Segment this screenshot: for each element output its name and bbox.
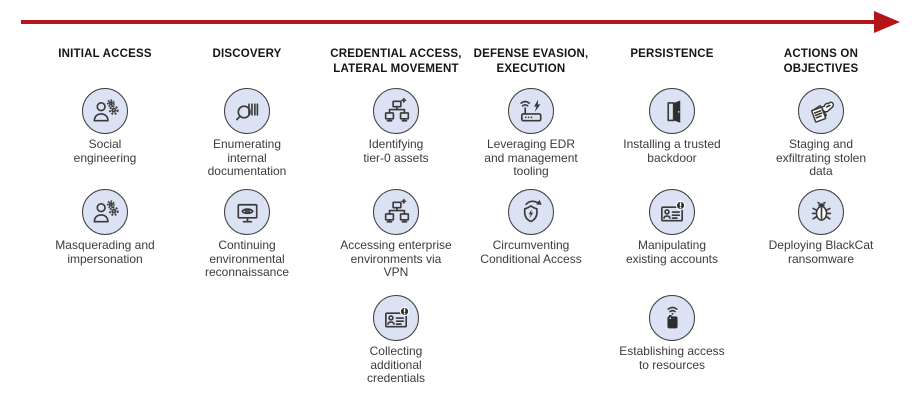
shield-bolt-refresh-icon (523, 198, 543, 222)
technique-label: Leveraging EDR and management tooling (484, 137, 578, 178)
open-door-icon (666, 99, 681, 124)
icon-circle (224, 189, 270, 235)
device-wifi-icon (666, 306, 678, 329)
technique-item: Collecting additional credentials (321, 295, 471, 386)
stage-header: DISCOVERY (212, 48, 282, 60)
stage-header: ACTIONS ON OBJECTIVES (783, 48, 859, 75)
technique-label: Collecting additional credentials (366, 344, 426, 385)
icon-circle (798, 88, 844, 134)
technique-label: Accessing enterprise environments via VP… (340, 238, 452, 279)
technique-item: Continuing environmental reconnaissance (172, 189, 322, 280)
technique-item: Circumventing Conditional Access (456, 189, 606, 266)
people-gear-icon (92, 98, 119, 122)
icon-circle (798, 189, 844, 235)
icon-circle (649, 88, 695, 134)
technique-label: Masquerading and impersonation (55, 238, 155, 266)
router-wifi-bolt-icon (519, 98, 542, 122)
icon-circle (224, 88, 270, 134)
barcode-magnifier-icon (235, 102, 258, 120)
technique-item: Deploying BlackCat ransomware (746, 189, 896, 266)
technique-item: Masquerading and impersonation (30, 189, 180, 266)
hand-documents-icon (810, 100, 834, 123)
technique-label: Enumerating internal documentation (207, 137, 287, 178)
technique-item: Social engineering (30, 88, 180, 165)
technique-label: Installing a trusted backdoor (623, 137, 721, 165)
icon-circle (82, 88, 128, 134)
icon-circle (508, 189, 554, 235)
id-badge-alert-icon (660, 199, 686, 222)
technique-item: Leveraging EDR and management tooling (456, 88, 606, 179)
technique-item: Installing a trusted backdoor (597, 88, 747, 165)
icon-circle (373, 189, 419, 235)
technique-label: Manipulating existing accounts (625, 238, 719, 266)
icon-circle (82, 189, 128, 235)
people-gear-icon (92, 199, 119, 223)
icon-circle (508, 88, 554, 134)
stage-header: CREDENTIAL ACCESS, LATERAL MOVEMENT (330, 48, 462, 75)
stage-column-actions-on-objectives: ACTIONS ON OBJECTIVES Staging and exfilt… (746, 0, 896, 410)
stage-column-defense-evasion: DEFENSE EVASION, EXECUTION Leveraging ED… (456, 0, 606, 410)
stage-column-credential-access: CREDENTIAL ACCESS, LATERAL MOVEMENT Iden… (321, 0, 471, 410)
technique-item: Enumerating internal documentation (172, 88, 322, 179)
icon-circle (649, 295, 695, 341)
technique-label: Establishing access to resources (619, 344, 725, 372)
stage-column-persistence: PERSISTENCE Installing a trusted backdoo… (597, 0, 747, 410)
icon-circle (649, 189, 695, 235)
technique-label: Deploying BlackCat ransomware (768, 238, 874, 266)
technique-item: Staging and exfiltrating stolen data (746, 88, 896, 179)
technique-item: Manipulating existing accounts (597, 189, 747, 266)
bug-icon (811, 200, 831, 221)
stage-header: PERSISTENCE (630, 48, 714, 60)
network-assets-icon (384, 97, 409, 122)
technique-label: Staging and exfiltrating stolen data (775, 137, 867, 178)
network-assets-icon (384, 198, 409, 223)
technique-item: Accessing enterprise environments via VP… (321, 189, 471, 280)
timeline-arrowhead-icon (874, 11, 900, 33)
monitor-eye-icon (236, 203, 258, 223)
technique-label: Identifying tier-0 assets (363, 137, 429, 165)
technique-item: Establishing access to resources (597, 295, 747, 372)
technique-item: Identifying tier-0 assets (321, 88, 471, 165)
technique-label: Social engineering (73, 137, 137, 165)
stage-header: DEFENSE EVASION, EXECUTION (473, 48, 589, 75)
icon-circle (373, 88, 419, 134)
stage-column-discovery: DISCOVERY Enumerating internal documenta… (172, 0, 322, 410)
id-badge-alert-icon (384, 305, 410, 328)
icon-circle (373, 295, 419, 341)
technique-label: Continuing environmental reconnaissance (204, 238, 290, 279)
technique-label: Circumventing Conditional Access (480, 238, 582, 266)
timeline-arrow (21, 20, 877, 24)
stage-header: INITIAL ACCESS (58, 48, 152, 60)
stage-column-initial-access: INITIAL ACCESS Social engineering Masque… (30, 0, 180, 410)
